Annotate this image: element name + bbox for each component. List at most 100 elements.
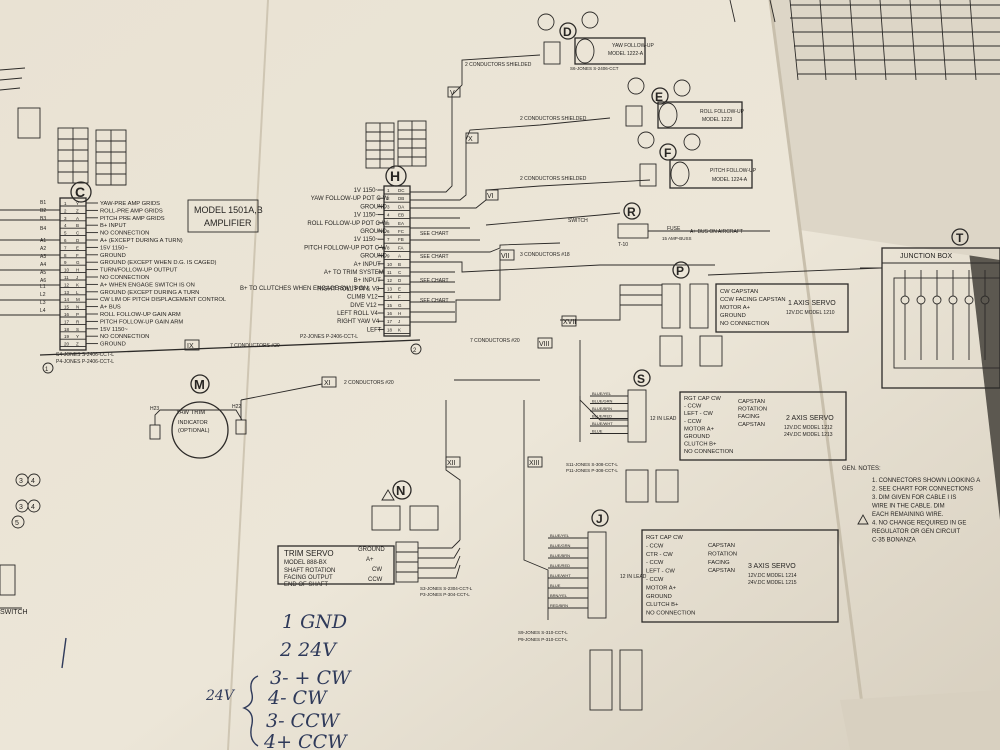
- amp-pin-letter: F: [76, 253, 79, 258]
- cable-tag-x: X: [465, 132, 479, 144]
- amp-pin-number: 3: [64, 216, 67, 221]
- h-signal-label: A+ TO TRIM SYSTEM: [324, 270, 384, 276]
- svg-text:XI: XI: [324, 380, 331, 387]
- svg-text:H: H: [390, 168, 400, 184]
- h-pin-letter: DC: [398, 188, 405, 193]
- servo-s-conn: P11-JONES P-308-CCT-L: [566, 468, 618, 473]
- see-chart-2: SEE CHART: [420, 254, 449, 260]
- vertical-cables: [445, 340, 628, 620]
- h-pin-letter: F: [398, 295, 401, 300]
- amp-pin-letter: C: [76, 231, 80, 236]
- h-pin-letter: C: [398, 270, 402, 275]
- svg-text:GROUND: GROUND: [358, 547, 385, 553]
- svg-text:3- + CW: 3- + CW: [270, 667, 352, 689]
- h-signal-label: RIGHT YAW V4: [337, 319, 380, 325]
- shielded-note-d: 2 CONDUCTORS SHIELDED: [465, 62, 532, 68]
- svg-text:F: F: [664, 146, 671, 160]
- see-chart-1: SEE CHART: [420, 231, 449, 237]
- h-signal-label: 1V 1150~: [354, 188, 380, 194]
- amplifier-title-box: [187, 199, 259, 233]
- cable-note-18: 3 CONDUCTORS #18: [520, 252, 570, 258]
- cable-tag-xv: XVII: [561, 315, 577, 327]
- h-pin-number: 6: [387, 229, 390, 234]
- handwritten-notes: 1 GND 2 24V 3- + CW 4- CW 3- CCW 4+ CCW …: [61, 611, 352, 750]
- amp-pin-number: 11: [64, 275, 69, 280]
- left-callouts: 3 4 3 4 5 SWITCH: [0, 473, 41, 616]
- servo-s-conn: S11-JONES S-308-CCT-L: [566, 462, 618, 467]
- amp-pin-letter: Y: [76, 334, 79, 339]
- servo-p-line: CCW FACING CAPSTAN: [720, 297, 786, 303]
- svg-text:15 AMP-BUSS: 15 AMP-BUSS: [662, 236, 692, 241]
- h-pin-letter: E: [398, 286, 401, 291]
- amp-pin-letter: D: [76, 238, 80, 243]
- servo-p-line: MOTOR A+: [720, 305, 751, 311]
- wire-color: BLUE: [550, 583, 561, 588]
- left-pin-label: L1: [40, 284, 46, 290]
- h-signal-label: GROUND: [360, 229, 387, 235]
- svg-text:T: T: [956, 231, 964, 245]
- amp-pin-number: 12: [64, 282, 70, 287]
- cable-tag-xii: XII: [445, 456, 461, 468]
- yaw-follow-up-d: D YAW FOLLOW-UP MODEL 1222-A S6-JONES S-…: [537, 11, 655, 71]
- amp-function: YAW-PRE AMP GRIDS: [100, 201, 160, 207]
- servo-p-line: GROUND: [720, 313, 746, 319]
- svg-text:2 CONDUCTORS #20: 2 CONDUCTORS #20: [344, 380, 394, 386]
- amp-pin-number: 7: [64, 245, 67, 250]
- h-pin-letter: FA: [398, 245, 404, 250]
- amp-pin-number: 19: [64, 334, 70, 339]
- svg-text:M: M: [194, 377, 205, 392]
- left-pin-label: B2: [40, 208, 46, 214]
- amp-function: CW LIM OF PITCH DISPLACEMENT CONTROL: [100, 297, 227, 303]
- callout-p: P: [672, 261, 690, 279]
- svg-text:MODEL 1224-A: MODEL 1224-A: [712, 177, 748, 183]
- amp-pin-letter: S: [76, 327, 79, 332]
- h-signal-label: 1V 1150~: [354, 213, 380, 219]
- amp-pin-number: 2: [64, 208, 67, 213]
- amp-pin-letter: Y: [76, 201, 79, 206]
- svg-text:2 24V: 2 24V: [279, 639, 338, 661]
- amp-pin-number: 16: [64, 312, 70, 317]
- svg-text:IX: IX: [187, 343, 194, 350]
- h-signal-label: GROUND: [360, 204, 387, 210]
- svg-text:S6-JONES S-2406-CCT: S6-JONES S-2406-CCT: [570, 66, 619, 71]
- trim-servo: TRIM SERVO MODEL 888-BX SHAFT ROTATION F…: [277, 539, 473, 597]
- h-pin-letter: K: [398, 327, 401, 332]
- servo-s-line: - CCW: [684, 404, 702, 410]
- svg-text:3- CCW: 3- CCW: [266, 710, 341, 732]
- paper-sheet-right: [770, 0, 1000, 260]
- amp-function: NO CONNECTION: [100, 334, 149, 340]
- left-edge-wiring: [0, 67, 60, 609]
- left-pin-label: A4: [40, 262, 46, 268]
- see-chart-4: SEE CHART: [420, 298, 449, 304]
- amp-pin-letter: L: [76, 290, 79, 295]
- servo-p-title: 1 AXIS SERVO: [788, 300, 836, 307]
- amp-function: TURN/FOLLOW-UP OUTPUT: [100, 268, 178, 274]
- svg-text:C: C: [75, 184, 85, 200]
- svg-text:D: D: [563, 25, 572, 39]
- cable-note-20: 7 CONDUCTORS #20: [470, 338, 520, 344]
- left-pin-label: A2: [40, 246, 46, 252]
- switch-label: SWITCH: [0, 609, 28, 616]
- paper-corner: [840, 690, 1000, 750]
- svg-text:P: P: [676, 264, 684, 278]
- amp-function: GROUND (EXCEPT DURING A TURN: [100, 290, 199, 296]
- wire-color: BLUE/RED: [550, 563, 570, 568]
- servo-j-line: RGT CAP CW: [646, 535, 683, 541]
- amplifier-model: MODEL 1501A,B: [194, 205, 263, 215]
- svg-text:MODEL 1222-A: MODEL 1222-A: [608, 51, 644, 57]
- wire-color: BLUE/YEL: [550, 533, 570, 538]
- ground-ref-1: [42, 362, 54, 374]
- svg-text:4: 4: [31, 504, 35, 511]
- svg-text:X: X: [468, 136, 473, 143]
- fuse-r: R SWITCH FUSE 15 AMP-BUSS A+ BUS ON AIRC…: [568, 202, 770, 248]
- svg-text:XII: XII: [447, 460, 456, 467]
- servo-j-model: 12V.DC MODEL 1214: [748, 573, 797, 579]
- svg-text:VIII: VIII: [539, 341, 550, 348]
- h-pin-letter: A: [398, 254, 401, 259]
- gen-note-line: WIRE IN THE CABLE. DIM: [872, 504, 945, 510]
- wire-color: BRN/YEL: [550, 593, 568, 598]
- wire-color: RED/BRN: [550, 603, 568, 608]
- svg-text:FUSE: FUSE: [667, 226, 681, 232]
- servo-j-mid: ROTATION: [708, 551, 737, 557]
